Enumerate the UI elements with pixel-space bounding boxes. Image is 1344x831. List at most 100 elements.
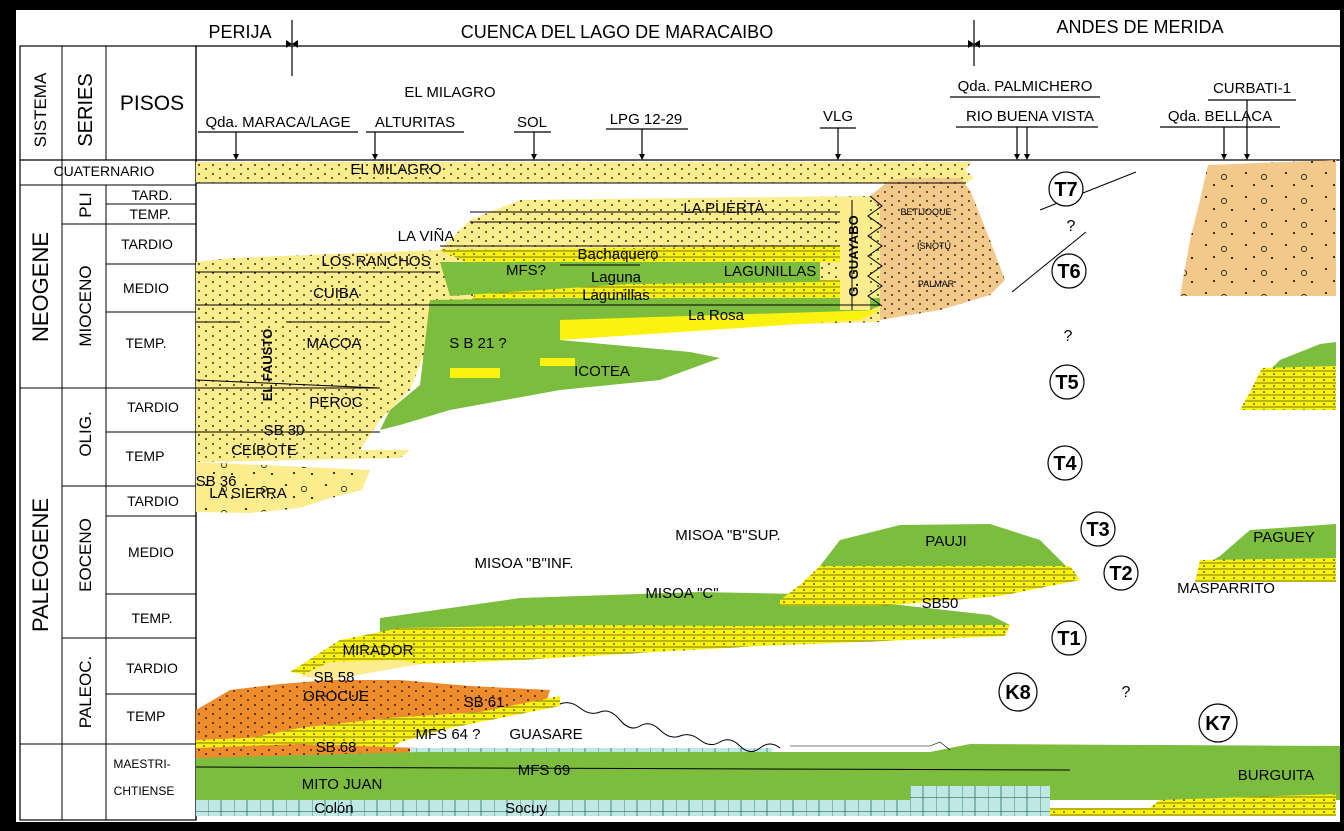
fm-misoa-b-inf: MISOA "B"INF. (474, 555, 573, 572)
region-andes: ANDES DE MERIDA (1056, 17, 1223, 37)
seq-t4: T4 (1047, 445, 1083, 481)
fm-sb61: SB 61 (464, 694, 505, 711)
svg-text:T5: T5 (1055, 372, 1078, 394)
svg-text:T2: T2 (1109, 563, 1132, 585)
seq-t3: T3 (1080, 511, 1116, 547)
question-mark: ? (1067, 218, 1076, 235)
section-lpg: LPG 12-29 (610, 111, 683, 128)
pisos-temp-olig: TEMP (126, 448, 165, 464)
section-maraca: Qda. MARACA/LAGE (205, 114, 350, 131)
seq-k8: K8 (998, 672, 1038, 712)
fm-la-puerta: LA PUERTA (683, 200, 764, 217)
section-alturitas: ALTURITAS (375, 114, 455, 131)
pisos-medio-mio: MEDIO (123, 280, 169, 296)
seq-k7: K7 (1198, 703, 1238, 743)
section-sol: SOL (517, 114, 547, 131)
fm-paguey: PAGUEY (1253, 529, 1314, 546)
pisos-tardio-mio: TARDIO (121, 236, 173, 252)
pisos-tard: TARD. (132, 187, 173, 203)
question-mark: ? (1064, 328, 1073, 345)
fm-mfs69: MFS 69 (518, 762, 571, 779)
series-pli: PLI (76, 192, 95, 218)
fm-cuiba: CUIBA (313, 285, 359, 302)
fm-guasare: GUASARE (509, 726, 582, 743)
fm-pauji: PAUJI (925, 533, 966, 550)
pisos-temp-pli: TEMP. (130, 206, 171, 222)
fm-g-guayabo: G. GUAYABO (846, 215, 861, 296)
fm-misoa-c: MISOA "C" (645, 585, 718, 602)
svg-text:T7: T7 (1054, 179, 1077, 201)
pisos-tardio-olig: TARDIO (127, 399, 179, 415)
fm-el-milagro: EL MILAGRO (350, 161, 441, 178)
fm-la-vina: LA VIÑA (398, 228, 455, 245)
svg-text:T4: T4 (1053, 453, 1077, 475)
region-perija: PERIJA (208, 22, 271, 42)
section-buena-vista: RIO BUENA VISTA (966, 108, 1094, 125)
series-olig: OLIG. (76, 411, 95, 456)
fm-sb58: SB 58 (314, 669, 355, 686)
fm-orocue: OROCUE (303, 688, 369, 705)
pisos-chtiense: CHTIENSE (114, 784, 175, 798)
header-pisos: PISOS (120, 92, 184, 115)
seq-t1: T1 (1051, 620, 1087, 656)
seq-t6: T6 (1051, 253, 1087, 289)
fm-misoa-b-sup: MISOA "B"SUP. (675, 527, 780, 544)
fm-lagunillas-upper: LAGUNILLAS (724, 263, 817, 280)
fm-la-rosa: La Rosa (688, 307, 745, 324)
svg-text:T1: T1 (1057, 628, 1080, 650)
header-sistema: SISTEMA (31, 72, 50, 147)
fm-los-ranchos: LOS RANCHOS (321, 253, 430, 270)
pisos-tardio-pal: TARDIO (126, 660, 178, 676)
sistema-cuaternario: CUATERNARIO (54, 163, 155, 179)
pisos-temp-mio: TEMP. (126, 335, 167, 351)
fm-palmar: PALMAR (918, 279, 955, 289)
fm-sb30: SB 30 (264, 422, 305, 439)
pisos-maestri: MAESTRI- (113, 757, 170, 771)
fm-sb36: SB 36 (196, 473, 237, 490)
fm-colon: Colón (314, 800, 353, 817)
fm-peroc: PEROC (309, 394, 363, 411)
fm-bachaquero: Bachaquero (578, 246, 659, 263)
fm-sb21: S B 21 ? (449, 335, 507, 352)
fm-macoa: MACOA (306, 335, 361, 352)
fm-sb50: SB50 (922, 595, 959, 612)
section-vlg: VLG (823, 108, 853, 125)
svg-text:T6: T6 (1057, 261, 1080, 283)
fm-mirador: MIRADOR (343, 642, 414, 659)
fm-lagunillas: Lagunillas (582, 287, 650, 304)
svg-text:T3: T3 (1086, 519, 1109, 541)
seq-t5: T5 (1049, 364, 1085, 400)
fm-mfs: MFS? (506, 262, 546, 279)
seq-t2: T2 (1103, 555, 1139, 591)
fm-burguita: BURGUITA (1238, 767, 1314, 784)
fm-socuy: Socuy (505, 800, 547, 817)
series-mioceno: MIOCENO (76, 265, 95, 346)
fm-mito-juan: MITO JUAN (302, 776, 383, 793)
seq-t7: T7 (1048, 171, 1084, 207)
pisos-temp-pal: TEMP (127, 708, 166, 724)
sistema-paleogene: PALEOGENE (28, 498, 53, 632)
series-paleoc: PALEOC. (76, 656, 95, 728)
fm-mfs64: MFS 64 ? (415, 726, 480, 743)
section-palmichero: Qda. PALMICHERO (958, 78, 1093, 95)
question-mark: ? (1122, 684, 1131, 701)
section-bellaca: Qda. BELLACA (1168, 108, 1272, 125)
pisos-medio-eoc: MEDIO (128, 544, 174, 560)
fm-sb68: SB 68 (316, 739, 357, 756)
fm-betijoque: BETIJOQUE (900, 207, 951, 217)
fm-isnotu: ISNOTU (917, 241, 951, 251)
fm-ceibote: CEIBOTE (231, 442, 297, 459)
fm-masparrito: MASPARRITO (1177, 580, 1275, 597)
svg-text:K8: K8 (1005, 682, 1031, 704)
svg-text:K7: K7 (1205, 713, 1231, 735)
section-curbati: CURBATI-1 (1213, 80, 1291, 97)
series-eoceno: EOCENO (76, 518, 95, 592)
pisos-temp-eoc: TEMP. (132, 610, 173, 626)
fm-laguna: Laguna (591, 269, 642, 286)
section-el-milagro: EL MILAGRO (404, 84, 495, 101)
fm-la-sierra: LA SIERRA (209, 485, 287, 502)
header-series: SERIES (75, 73, 97, 146)
sistema-neogene: NEOGENE (28, 232, 53, 342)
